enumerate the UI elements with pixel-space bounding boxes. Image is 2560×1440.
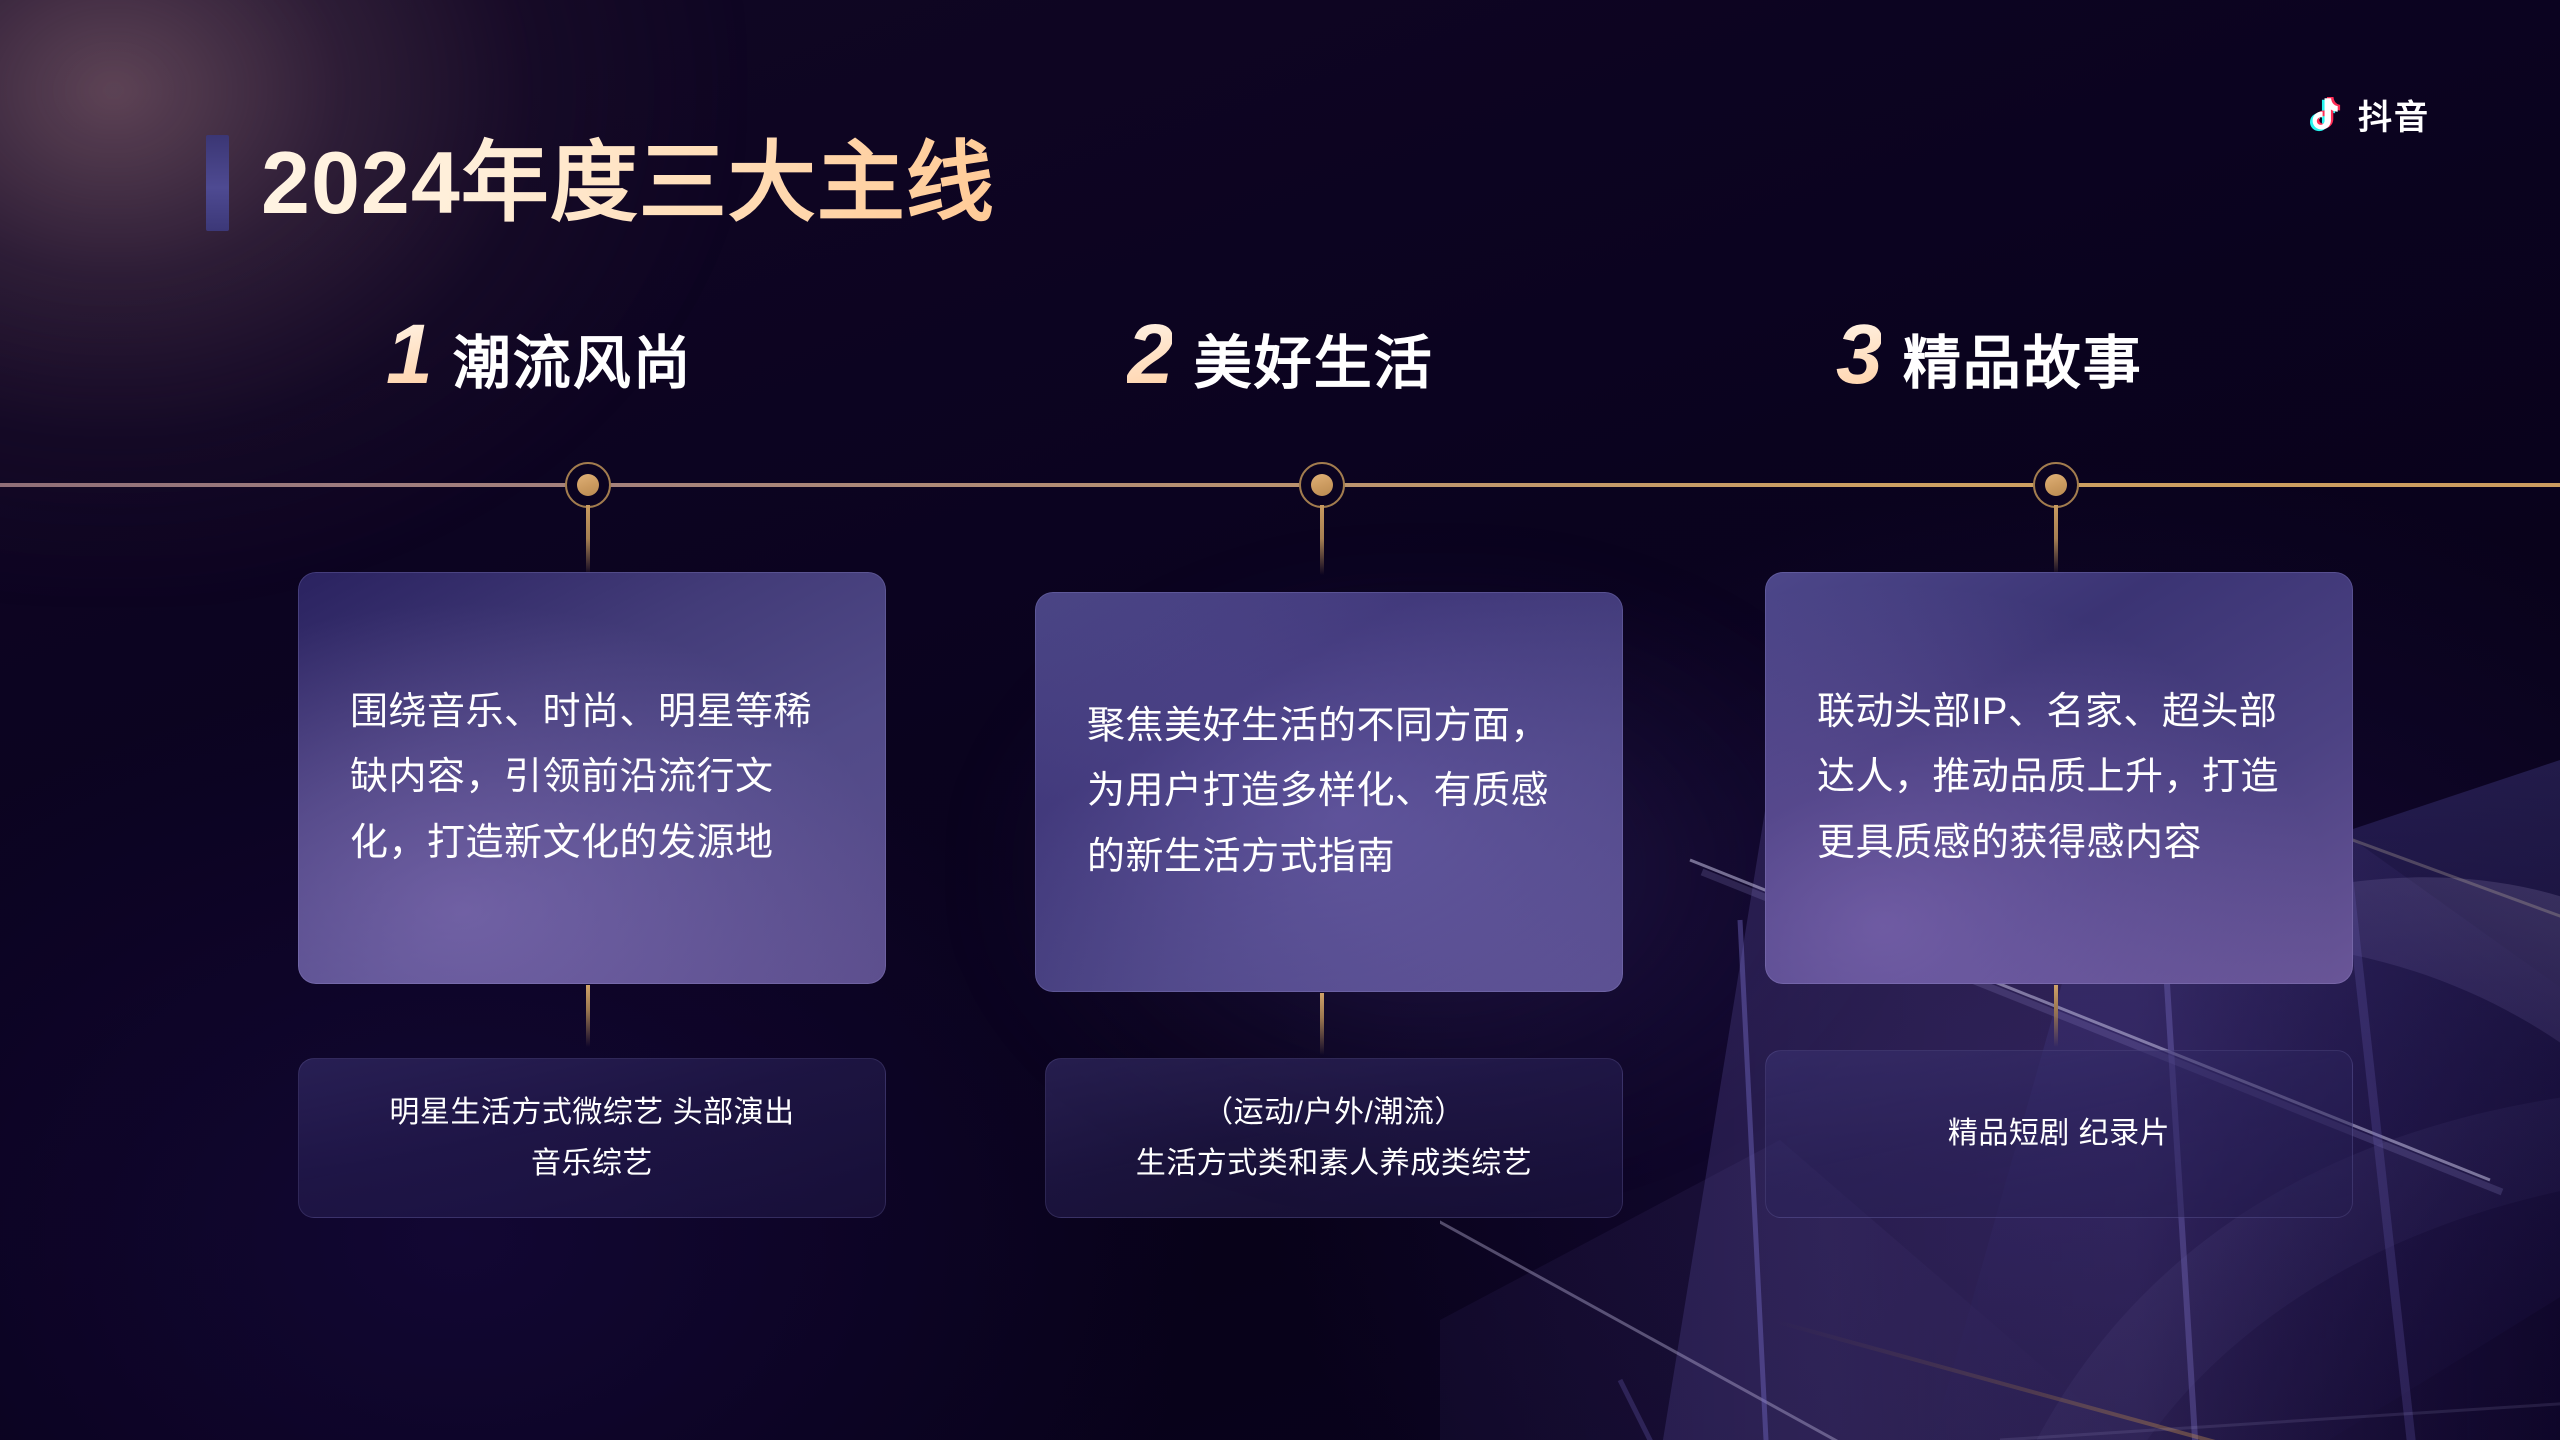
column-label-1: 潮流风尚: [452, 331, 693, 396]
timeline-stem-2: [1320, 505, 1324, 575]
tag-box-3: 精品短剧 纪录片: [1765, 1050, 2353, 1218]
column-heading-2: 2 美好生活: [1127, 312, 1434, 418]
timeline-node-3: [2033, 462, 2079, 508]
title-accent-bar: [206, 135, 229, 231]
brand-name: 抖音: [2358, 99, 2430, 137]
tag-line-3-1: 精品短剧 纪录片: [1947, 1117, 2171, 1151]
description-card-3: 联动头部IP、名家、超头部达人，推动品质上升，打造更具质感的获得感内容: [1765, 572, 2353, 984]
description-card-2: 聚焦美好生活的不同方面，为用户打造多样化、有质感的新生活方式指南: [1035, 592, 1623, 992]
column-label-3: 精品故事: [1902, 331, 2143, 396]
timeline-axis: [0, 483, 2560, 487]
douyin-brand-logo: 抖音: [2305, 95, 2430, 141]
timeline-stem-3: [2054, 505, 2058, 575]
column-number-1: 1: [386, 307, 433, 401]
tag-line-1-2: 音乐综艺: [531, 1147, 653, 1180]
description-text-3: 联动头部IP、名家、超头部达人，推动品质上升，打造更具质感的获得感内容: [1817, 690, 2280, 864]
column-heading-3: 3 精品故事: [1836, 312, 2143, 418]
timeline-stem-1: [586, 505, 590, 575]
card-tag-connector-1: [586, 985, 590, 1047]
card-tag-connector-2: [1320, 993, 1324, 1055]
card-tag-connector-3: [2054, 985, 2058, 1047]
description-text-1: 围绕音乐、时尚、明星等稀缺内容，引领前沿流行文化，打造新文化的发源地: [350, 690, 813, 864]
column-number-2: 2: [1127, 307, 1174, 401]
douyin-music-note-icon: [2305, 96, 2345, 140]
tag-line-2-2: 生活方式类和素人养成类综艺: [1135, 1147, 1533, 1180]
description-card-1: 围绕音乐、时尚、明星等稀缺内容，引领前沿流行文化，打造新文化的发源地: [298, 572, 886, 984]
column-label-2: 美好生活: [1193, 331, 1434, 396]
tag-line-1-1: 明星生活方式微综艺 头部演出: [389, 1095, 795, 1129]
tag-box-2: （运动/户外/潮流） 生活方式类和素人养成类综艺: [1045, 1058, 1623, 1218]
column-headings: 1 潮流风尚 2 美好生活 3 精品故事: [0, 312, 2560, 418]
tag-box-1: 明星生活方式微综艺 头部演出 音乐综艺: [298, 1058, 886, 1218]
column-number-3: 3: [1836, 307, 1883, 401]
page-title-text: 2024年度三大主线: [261, 133, 995, 232]
timeline-node-2: [1299, 462, 1345, 508]
timeline-node-1: [565, 462, 611, 508]
description-text-2: 聚焦美好生活的不同方面，为用户打造多样化、有质感的新生活方式指南: [1087, 704, 1550, 878]
column-heading-1: 1 潮流风尚: [386, 312, 693, 418]
tag-line-2-1: （运动/户外/潮流）: [1203, 1095, 1465, 1129]
page-title: 2024年度三大主线: [206, 135, 995, 231]
